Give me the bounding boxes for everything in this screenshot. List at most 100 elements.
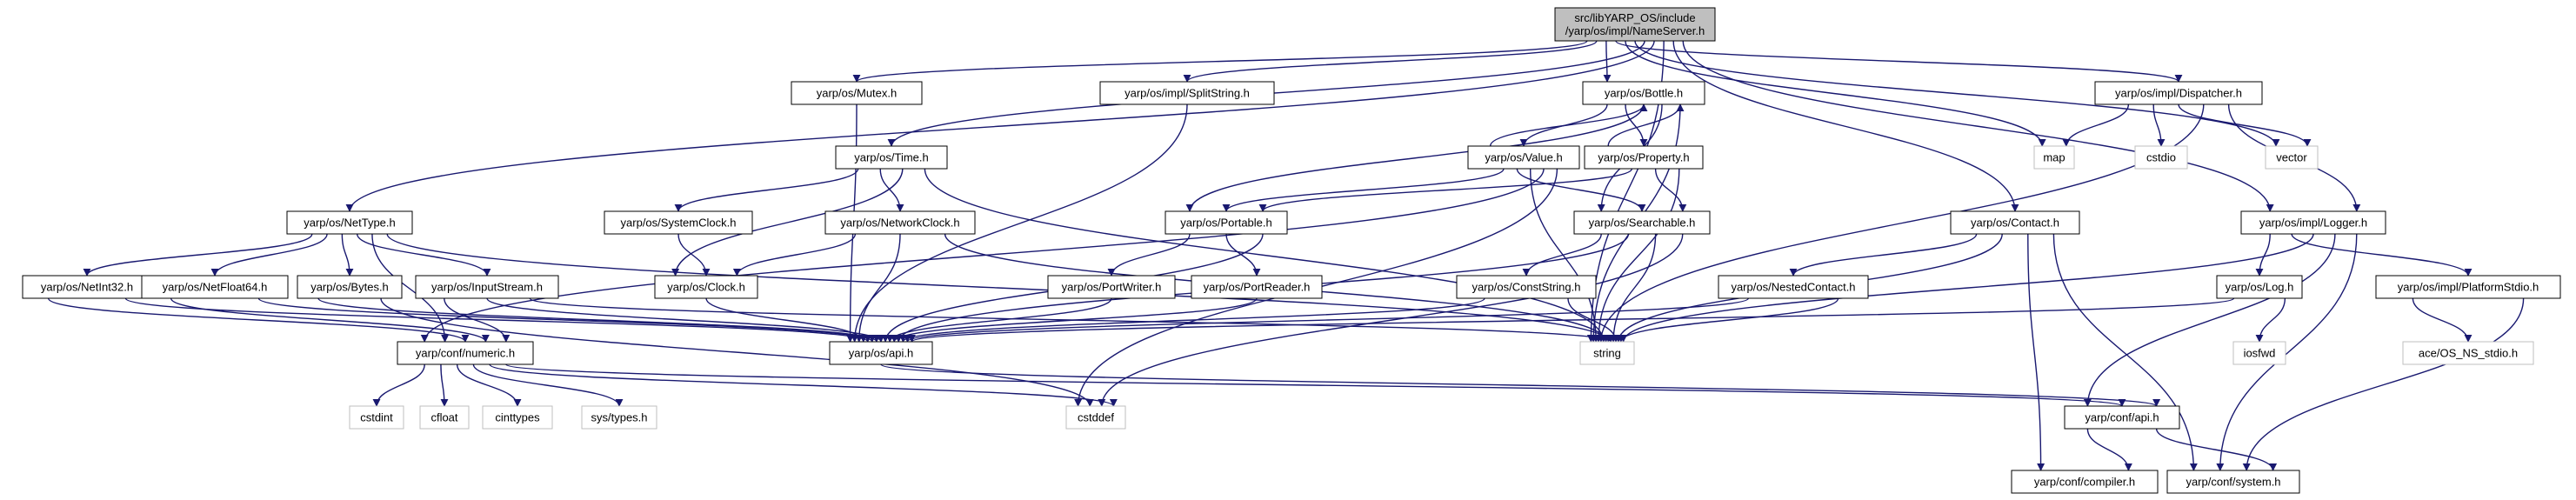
edge-searchable-to-cstddef <box>1098 233 1684 407</box>
edge-root-to-logger <box>1682 40 2274 212</box>
node-dispatcher[interactable]: yarp/os/impl/Dispatcher.h <box>2094 81 2263 105</box>
node-inputstream[interactable]: yarp/os/InputStream.h <box>415 275 559 299</box>
edge-property-to-bottle <box>1607 103 1685 147</box>
node-cstdio: cstdio <box>2134 145 2188 170</box>
edge-logger-to-system <box>2216 233 2358 471</box>
node-platformstdio[interactable]: yarp/os/impl/PlatformStdio.h <box>2375 275 2561 299</box>
node-splitstring[interactable]: yarp/os/impl/SplitString.h <box>1099 81 1275 105</box>
node-portable-box <box>1165 210 1288 235</box>
node-bottle[interactable]: yarp/os/Bottle.h <box>1582 81 1705 105</box>
edge-searchable-to-string <box>1609 233 1657 343</box>
node-portreader[interactable]: yarp/os/PortReader.h <box>1191 275 1323 299</box>
node-clock[interactable]: yarp/os/Clock.h <box>654 275 758 299</box>
node-logger-label: yarp/os/impl/Logger.h <box>2259 217 2367 230</box>
node-nestedcontact[interactable]: yarp/os/NestedContact.h <box>1718 275 1869 299</box>
node-conststring-label: yarp/os/ConstString.h <box>1472 281 1580 294</box>
node-dispatcher-box <box>2094 81 2263 105</box>
edge-time-to-string <box>924 168 1608 343</box>
edge-logger-to-string <box>1619 233 2314 343</box>
edge-confapi-to-compiler <box>2086 428 2132 471</box>
node-portwriter-label: yarp/os/PortWriter.h <box>1062 281 1162 294</box>
node-cinttypes: cinttypes <box>482 405 553 430</box>
node-system[interactable]: yarp/conf/system.h <box>2166 470 2300 494</box>
edge-nettype-to-numeric <box>371 233 450 343</box>
node-time-label: yarp/os/Time.h <box>854 151 929 164</box>
node-vector-label: vector <box>2276 151 2307 164</box>
edge-time-to-clock <box>671 168 904 277</box>
node-logger[interactable]: yarp/os/impl/Logger.h <box>2240 210 2386 235</box>
node-networkclock-label: yarp/os/NetworkClock.h <box>840 217 959 230</box>
node-cstddef: cstddef <box>1065 405 1126 430</box>
node-confapi-box <box>2064 405 2180 430</box>
edge-numeric-to-confapi <box>505 363 2126 407</box>
node-value[interactable]: yarp/os/Value.h <box>1467 145 1580 170</box>
edge-bottle-to-portable <box>1185 103 1645 212</box>
node-api[interactable]: yarp/os/api.h <box>829 341 933 365</box>
node-cstdint-box <box>349 405 404 430</box>
edge-networkclock-to-clock <box>732 233 857 277</box>
node-nettype[interactable]: yarp/os/NetType.h <box>286 210 413 235</box>
node-portable-label: yarp/os/Portable.h <box>1180 217 1272 230</box>
edge-bytes-to-cstddef <box>380 297 1094 407</box>
node-log-label: yarp/os/Log.h <box>2226 281 2294 294</box>
node-networkclock[interactable]: yarp/os/NetworkClock.h <box>824 210 976 235</box>
edge-nestedcontact-to-string <box>1617 297 1839 343</box>
node-portable[interactable]: yarp/os/Portable.h <box>1165 210 1288 235</box>
node-mutex[interactable]: yarp/os/Mutex.h <box>791 81 923 105</box>
node-systypes: sys/types.h <box>581 405 657 430</box>
edge-numeric-to-systypes <box>472 363 624 407</box>
node-time-box <box>835 145 948 170</box>
node-property[interactable]: yarp/os/Property.h <box>1584 145 1704 170</box>
node-searchable-box <box>1573 210 1711 235</box>
node-contact[interactable]: yarp/os/Contact.h <box>1950 210 2080 235</box>
node-time[interactable]: yarp/os/Time.h <box>835 145 948 170</box>
node-confapi[interactable]: yarp/conf/api.h <box>2064 405 2180 430</box>
node-splitstring-box <box>1099 81 1275 105</box>
node-property-label: yarp/os/Property.h <box>1598 151 1689 164</box>
node-cinttypes-label: cinttypes <box>495 411 540 424</box>
node-nettype-box <box>286 210 413 235</box>
edge-root-to-nettype <box>345 40 1655 212</box>
node-searchable[interactable]: yarp/os/Searchable.h <box>1573 210 1711 235</box>
node-nettype-label: yarp/os/NetType.h <box>304 217 396 230</box>
edge-value-to-searchable <box>1516 168 1646 212</box>
node-numeric[interactable]: yarp/conf/numeric.h <box>397 341 534 365</box>
edge-time-to-systemclock <box>674 168 859 212</box>
node-vector-box <box>2265 145 2319 170</box>
node-numeric-box <box>397 341 534 365</box>
node-bytes[interactable]: yarp/os/Bytes.h <box>297 275 403 299</box>
node-iosfwd-label: iosfwd <box>2244 347 2276 360</box>
node-nestedcontact-box <box>1718 275 1869 299</box>
edge-log-to-api <box>908 297 2235 343</box>
node-map: map <box>2033 145 2075 170</box>
edge-bytes-to-api <box>317 297 881 343</box>
edge-numeric-to-cfloat <box>440 363 449 407</box>
node-conststring[interactable]: yarp/os/ConstString.h <box>1456 275 1597 299</box>
edge-root-to-dispatcher <box>1615 40 2183 83</box>
edge-root-to-contact <box>1672 40 2019 212</box>
edge-root-to-bottle <box>1603 40 1612 83</box>
edge-log-to-iosfwd <box>2255 297 2286 343</box>
edge-portable-to-portwriter <box>1107 233 1191 277</box>
node-compiler[interactable]: yarp/conf/compiler.h <box>2011 470 2159 494</box>
node-string: string <box>1579 341 1635 365</box>
node-ace_stdio: ace/OS_NS_stdio.h <box>2402 341 2534 365</box>
node-string-box <box>1579 341 1635 365</box>
edge-dispatcher-to-vector <box>2178 103 2312 147</box>
edge-contact-to-compiler <box>2027 233 2045 471</box>
node-log[interactable]: yarp/os/Log.h <box>2216 275 2303 299</box>
node-log-box <box>2216 275 2303 299</box>
node-netfloat64[interactable]: yarp/os/NetFloat64.h <box>141 275 289 299</box>
node-cstddef-label: cstddef <box>1078 411 1114 424</box>
node-bottle-label: yarp/os/Bottle.h <box>1605 87 1683 100</box>
node-map-label: map <box>2043 151 2065 164</box>
edge-netfloat64-to-numeric <box>170 297 490 343</box>
edge-inputstream-to-api <box>486 297 885 343</box>
node-systemclock[interactable]: yarp/os/SystemClock.h <box>604 210 753 235</box>
node-portwriter[interactable]: yarp/os/PortWriter.h <box>1047 275 1176 299</box>
node-netint32[interactable]: yarp/os/NetInt32.h <box>22 275 152 299</box>
edge-logger-to-log <box>2255 233 2271 277</box>
node-property-box <box>1584 145 1704 170</box>
node-root[interactable]: src/libYARP_OS/include/yarp/os/impl/Name… <box>1554 7 1716 42</box>
